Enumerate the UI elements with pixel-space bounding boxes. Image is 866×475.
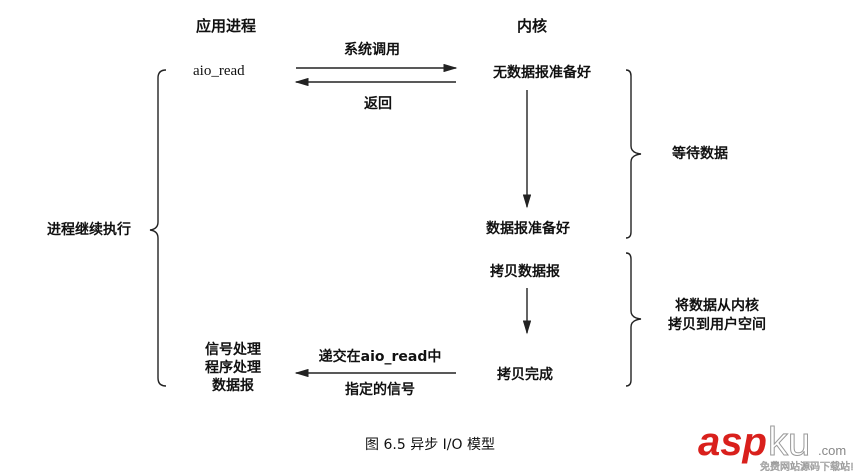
kernel-no-data: 无数据报准备好 <box>492 64 591 81</box>
logo-brand-b: ku <box>768 420 810 464</box>
phase-copy-label-2: 拷贝到用户空间 <box>668 316 766 333</box>
return-label: 返回 <box>364 95 392 112</box>
deliver-label-1: 递交在aio_read中 <box>319 348 442 365</box>
figure-caption: 图 6.5 异步 I/O 模型 <box>365 437 495 453</box>
aio-read-label: aio_read <box>193 63 245 79</box>
header-kernel: 内核 <box>517 17 547 35</box>
phase-copy-label-1: 将数据从内核 <box>675 297 759 314</box>
kernel-copy: 拷贝数据报 <box>490 263 560 280</box>
kernel-data-ready: 数据报准备好 <box>486 220 570 237</box>
wait-bracket <box>625 69 642 239</box>
kernel-copy-done: 拷贝完成 <box>497 366 553 383</box>
deliver-label-2: 指定的信号 <box>345 381 415 398</box>
continue-brace <box>149 69 167 387</box>
phase-wait-label: 等待数据 <box>672 145 728 162</box>
signal-handler-2: 程序处理 <box>205 359 261 376</box>
copy-bracket <box>625 252 642 387</box>
signal-handler-1: 信号处理 <box>205 341 261 358</box>
logo-brand-a: asp <box>698 420 767 464</box>
logo-domain: .com <box>818 443 846 458</box>
syscall-label: 系统调用 <box>344 41 400 58</box>
header-app-process: 应用进程 <box>196 17 256 35</box>
process-continues-label: 进程继续执行 <box>47 221 131 238</box>
logo-slogan: 免费网站源码下载站! <box>760 460 854 473</box>
watermark-logo: asp ku .com 免费网站源码下载站! <box>698 420 854 474</box>
signal-handler-3: 数据报 <box>212 377 254 394</box>
